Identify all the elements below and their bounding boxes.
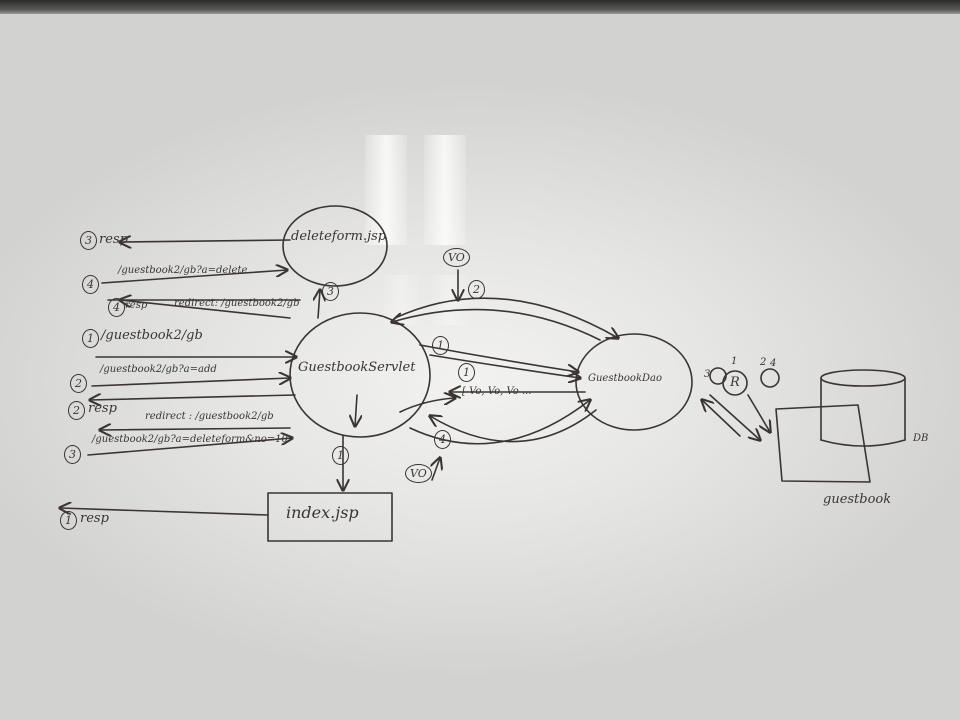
request-url-label: /guestbook2/gb xyxy=(101,328,203,343)
resp-label: resp xyxy=(88,401,117,416)
db-cylinder xyxy=(820,369,906,447)
db-label: DB xyxy=(913,433,929,444)
r-marker: 4 xyxy=(770,358,777,369)
deleteform-node-shape xyxy=(282,205,388,287)
flow-number-badge: 1 xyxy=(458,363,475,382)
flow-number-badge: 1 xyxy=(332,446,349,465)
redirect-label: redirect: /guestbook2/gb xyxy=(174,298,300,309)
flow-number-badge: 1 xyxy=(432,336,449,355)
r-marker: 1 xyxy=(731,356,738,367)
resp-label: resp xyxy=(80,511,109,526)
flow-number-badge: 3 xyxy=(64,445,81,464)
flow-number-badge: 3 xyxy=(80,231,97,250)
flow-number-badge: 4 xyxy=(108,298,125,317)
redirect-label: redirect : /guestbook2/gb xyxy=(145,411,274,422)
resp-label: resp xyxy=(125,300,148,311)
light-reflection xyxy=(365,135,407,245)
flow-number-badge: 2 xyxy=(70,374,87,393)
vo-list-label: [ Vo, Vo, Vo ... xyxy=(462,386,532,397)
dao-node-label: GuestbookDao xyxy=(588,373,662,384)
light-reflection xyxy=(424,135,466,245)
deleteform-node-label: deleteform.jsp xyxy=(291,229,387,244)
request-url-label: /guestbook2/gb?a=deleteform&no=10 xyxy=(92,434,288,445)
whiteboard-frame xyxy=(0,0,960,14)
servlet-node-label: GuestbookServlet xyxy=(298,360,416,375)
index-node-label: index.jsp xyxy=(286,503,359,522)
flow-number-badge: 1 xyxy=(82,329,99,348)
r-marker: 2 xyxy=(760,357,767,368)
flow-number-badge: 1 xyxy=(60,511,77,530)
flow-number-badge: 4 xyxy=(82,275,99,294)
resp-label: resp xyxy=(99,232,128,247)
servlet-node-shape xyxy=(289,312,431,438)
request-url-label: /guestbook2/gb?a=delete xyxy=(118,265,248,276)
flow-number-badge: 2 xyxy=(468,280,485,299)
flow-number-badge: 4 xyxy=(434,430,451,449)
table-shape xyxy=(775,404,871,483)
flow-number-badge: 3 xyxy=(322,282,339,301)
vo-marker: VO xyxy=(405,464,432,483)
flow-number-badge: 2 xyxy=(68,401,85,420)
index-node-shape xyxy=(267,492,393,542)
request-url-label: /guestbook2/gb?a=add xyxy=(100,364,217,375)
r-marker: 3 xyxy=(704,369,711,380)
r-node-label: R xyxy=(730,375,740,390)
table-label: guestbook xyxy=(823,492,892,507)
vo-marker: VO xyxy=(443,248,470,267)
